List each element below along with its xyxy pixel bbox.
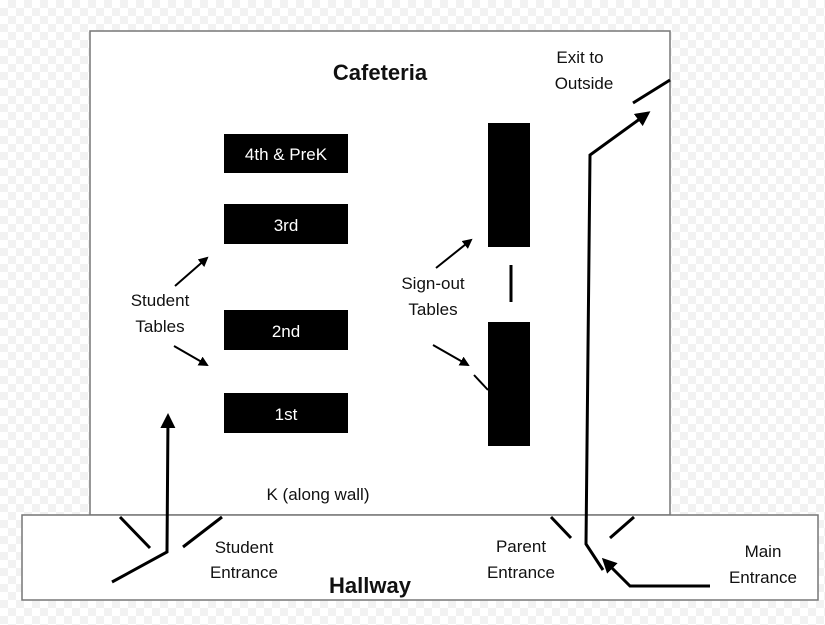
- student-entrance-door-right: [182, 515, 223, 549]
- kindergarten-label: K (along wall): [267, 485, 370, 504]
- cafeteria-title: Cafeteria: [333, 60, 428, 85]
- arrow-to-signout-bottom: [432, 344, 470, 366]
- table-4th-prek: [224, 134, 348, 173]
- hallway-title: Hallway: [329, 573, 412, 598]
- cafeteria-room: [89, 30, 671, 516]
- table-3rd: [224, 204, 348, 244]
- arrow-to-3rd: [174, 256, 209, 287]
- student-entrance-label-line1: Student: [215, 538, 274, 557]
- student-path-arrow: [111, 413, 176, 584]
- arrow-to-2nd: [173, 345, 209, 366]
- table-1st-label: 1st: [275, 405, 298, 424]
- student-entrance-label-line2: Entrance: [210, 563, 278, 582]
- signout-label-line1: Sign-out: [401, 274, 465, 293]
- exit-label-line1: Exit to: [556, 48, 603, 67]
- signout-label-line2: Tables: [408, 300, 457, 319]
- table-2nd-label: 2nd: [272, 322, 300, 341]
- parent-entrance-label-line1: Parent: [496, 537, 546, 556]
- signout-table-top: [488, 123, 530, 247]
- parent-entrance-door-right: [609, 515, 635, 540]
- exit-label-line2: Outside: [555, 74, 614, 93]
- parent-entrance-label-line2: Entrance: [487, 563, 555, 582]
- signout-bottom-tick: [473, 374, 489, 391]
- exit-door: [632, 78, 671, 105]
- parent-entrance-door-left: [549, 515, 573, 540]
- main-entrance-label-line1: Main: [745, 542, 782, 561]
- student-tables-label-line1: Student: [131, 291, 190, 310]
- student-entrance-door-left: [118, 515, 152, 550]
- main-entrance-label-line2: Entrance: [729, 568, 797, 587]
- table-4th-prek-label: 4th & PreK: [245, 145, 328, 164]
- exit-path-arrow: [584, 111, 651, 571]
- signout-table-bottom: [488, 322, 530, 446]
- table-1st: [224, 393, 348, 433]
- student-tables-label-line2: Tables: [135, 317, 184, 336]
- table-2nd: [224, 310, 348, 350]
- arrow-to-signout-top: [435, 238, 473, 269]
- table-3rd-label: 3rd: [274, 216, 299, 235]
- main-entrance-arrow: [601, 557, 710, 588]
